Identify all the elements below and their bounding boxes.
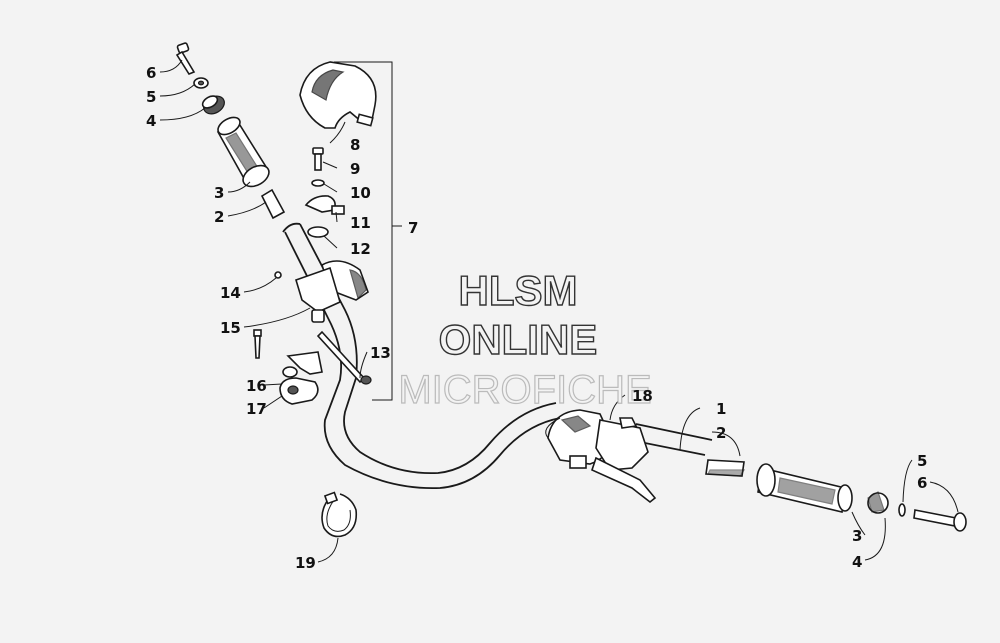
- group-bracket: [334, 61, 393, 401]
- switch-housing-assembly: [299, 61, 377, 301]
- callout-17: 17: [246, 400, 267, 418]
- callout-8: 8: [350, 136, 360, 154]
- callout-9: 9: [350, 160, 360, 178]
- callout-14: 14: [220, 284, 241, 302]
- watermark-line3: MICROFICHE: [398, 368, 651, 412]
- callout-6b: 6: [917, 474, 927, 492]
- callouts: 6 5 4 3 2 8 9 10 11 12 7 14 15 13 16 17 …: [146, 64, 927, 572]
- throttle-control: [545, 409, 657, 504]
- watermark-line2: ONLINE: [439, 316, 598, 363]
- callout-18: 18: [632, 387, 653, 405]
- end-cap-icon: [201, 95, 225, 115]
- mirror-mount: [279, 351, 323, 405]
- callout-5: 5: [146, 88, 156, 106]
- callout-4b: 4: [852, 553, 862, 571]
- sleeve-icon: [260, 188, 286, 220]
- callout-7: 7: [408, 219, 418, 237]
- callout-4: 4: [146, 112, 156, 130]
- grip-icon: [756, 463, 853, 513]
- clamp-icon: [295, 266, 341, 313]
- callout-5b: 5: [917, 452, 927, 470]
- leader-lines: [159, 59, 959, 563]
- watermark-line1: HLSM: [459, 267, 578, 314]
- lever-icon: [591, 456, 657, 504]
- callout-2b: 2: [716, 424, 726, 442]
- callout-2: 2: [214, 208, 224, 226]
- callout-6: 6: [146, 64, 156, 82]
- callout-19: 19: [295, 554, 316, 572]
- callout-3: 3: [214, 184, 224, 202]
- left-grip-assembly: [175, 42, 286, 220]
- callout-1: 1: [716, 400, 726, 418]
- callout-12: 12: [350, 240, 371, 258]
- bolt-icon: [175, 42, 196, 75]
- clamp-assembly: [253, 266, 372, 385]
- watermark: HLSM ONLINE MICROFICHE: [398, 266, 653, 412]
- right-grip-assembly: [705, 459, 967, 532]
- bolt-icon: [913, 509, 967, 532]
- o-ring-icon: [307, 226, 329, 238]
- washer-icon: [311, 179, 325, 187]
- callout-3b: 3: [852, 527, 862, 545]
- callout-13: 13: [370, 344, 391, 362]
- cable-clip-icon: [321, 491, 358, 538]
- callout-10: 10: [350, 184, 371, 202]
- switch-icon: [304, 195, 336, 213]
- o-ring-icon: [282, 366, 298, 378]
- callout-16: 16: [246, 377, 267, 395]
- callout-11: 11: [350, 214, 371, 232]
- callout-15: 15: [220, 319, 241, 337]
- grip-icon: [216, 116, 270, 188]
- washer-icon: [898, 503, 906, 517]
